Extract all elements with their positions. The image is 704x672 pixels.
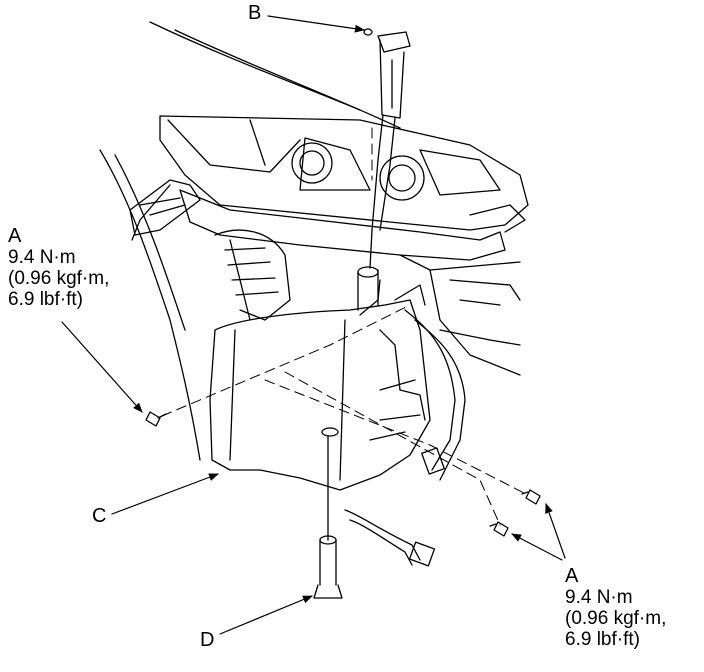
callout-a-right: A 9.4 N·m (0.96 kgf·m, 6.9 lbf·ft) [565, 565, 667, 651]
headlight-assembly [159, 115, 529, 233]
bumper-support [129, 179, 521, 376]
callout-a-left-letter: A [8, 225, 22, 247]
inner-fender-liner [214, 229, 291, 321]
filler-cap [363, 28, 411, 119]
leader-a-left [61, 321, 143, 413]
mounting-bolt-right-upper [521, 489, 541, 505]
washer-pump [379, 284, 466, 481]
callout-c-letter: C [92, 505, 107, 527]
torque-spec-lbf: 6.9 lbf·ft) [565, 629, 640, 650]
callout-a-right-letter: A [565, 565, 579, 587]
torque-spec-nm: 9.4 N·m [565, 587, 633, 608]
filler-neck [357, 266, 379, 311]
leader-b [267, 15, 365, 33]
mounting-bolt-right-lower [489, 521, 509, 537]
sensor-harness [344, 509, 436, 567]
callout-b: B [248, 3, 261, 24]
torque-spec-kgf: (0.96 kgf·m, [565, 608, 667, 629]
washer-reservoir-tank [209, 279, 431, 491]
torque-spec-nm: 9.4 N·m [8, 247, 76, 268]
callout-a-left: A 9.4 N·m (0.96 kgf·m, 6.9 lbf·ft) [8, 225, 110, 311]
leader-lines [61, 15, 566, 635]
leader-c [111, 473, 219, 515]
callout-d-letter: D [200, 629, 215, 651]
torque-spec-lbf: 6.9 lbf·ft) [8, 289, 83, 310]
level-sensor [313, 435, 343, 599]
callout-b-letter: B [248, 2, 262, 24]
callout-c: C [92, 506, 106, 527]
callout-d: D [200, 630, 214, 651]
torque-spec-kgf: (0.96 kgf·m, [8, 268, 110, 289]
mounting-bolt-left [145, 411, 167, 427]
leader-a-right-lower [511, 533, 563, 561]
leader-d [219, 595, 313, 635]
leader-a-right-upper [545, 503, 566, 559]
fill-hose [369, 114, 396, 269]
installation-axis-lines [161, 127, 529, 526]
fender-outline [99, 21, 401, 461]
